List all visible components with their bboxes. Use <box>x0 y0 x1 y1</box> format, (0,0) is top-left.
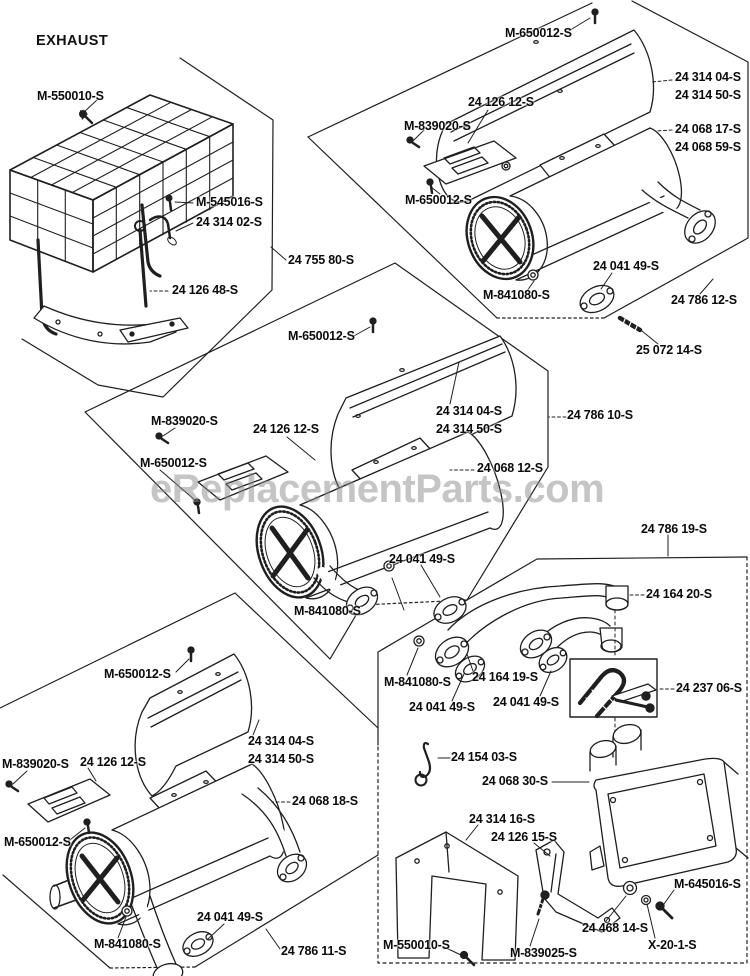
grille-guard <box>9 94 234 273</box>
part-label: M-839020-S <box>404 119 471 133</box>
part-label: 24 154 03-S <box>451 750 517 764</box>
part-label: 24 041 49-S <box>197 910 263 924</box>
part-label: M-650012-S <box>140 456 207 470</box>
part-label: 24 068 18-S <box>292 794 358 808</box>
part-label: M-839020-S <box>2 757 69 771</box>
part-label: M-550010-S <box>37 89 104 103</box>
part-label: 24 068 30-S <box>482 774 548 788</box>
part-label: M-839025-S <box>510 946 577 960</box>
part-label: 24 126 48-S <box>172 283 238 297</box>
part-label: 24 068 17-S <box>675 122 741 136</box>
part-label: 24 786 11-S <box>281 944 347 958</box>
part-label: M-650012-S <box>505 26 572 40</box>
part-label: M-841080-S <box>294 604 361 618</box>
page-title: EXHAUST <box>36 33 109 49</box>
part-label: 24 041 49-S <box>389 552 455 566</box>
part-label: 24 068 59-S <box>675 140 741 154</box>
part-label: M-650012-S <box>288 329 355 343</box>
part-label: 24 237 06-S <box>676 681 742 695</box>
part-label: M-841080-S <box>94 937 161 951</box>
part-label: M-650012-S <box>405 193 472 207</box>
part-label: 24 314 50-S <box>675 88 741 102</box>
part-label: 24 041 49-S <box>493 695 559 709</box>
part-label: 24 786 10-S <box>567 408 633 422</box>
part-label: 25 072 14-S <box>636 343 702 357</box>
part-label: 24 786 12-S <box>671 293 737 307</box>
hook-bolt <box>148 194 177 246</box>
part-label: 24 314 04-S <box>675 70 741 84</box>
section-grille-outline <box>21 57 274 398</box>
part-label: X-20-1-S <box>648 938 697 952</box>
grille-bracket <box>33 203 189 345</box>
u-bolt-clamp-box <box>569 609 658 743</box>
part-label: M-645016-S <box>674 877 741 891</box>
part-label: 24 126 12-S <box>468 95 534 109</box>
section-bottom-right-outline <box>377 556 748 964</box>
part-label: 24 041 49-S <box>593 259 659 273</box>
part-label: 24 068 12-S <box>477 461 543 475</box>
muffler-middle <box>155 317 517 624</box>
part-label: 24 786 19-S <box>641 522 707 536</box>
part-label: 24 126 12-S <box>253 422 319 436</box>
part-label: 24 126 12-S <box>80 755 146 769</box>
canister-muffler <box>589 723 749 887</box>
part-label: M-841080-S <box>483 288 550 302</box>
part-label: 24 314 16-S <box>469 812 535 826</box>
muffler-top-right <box>406 8 716 333</box>
part-label: M-650012-S <box>104 667 171 681</box>
part-label: 24 041 49-S <box>409 700 475 714</box>
muffler-bottom-left <box>5 646 308 976</box>
part-label: 24 164 20-S <box>646 587 712 601</box>
part-label: 24 314 04-S <box>248 734 314 748</box>
exhaust-pipes <box>413 583 629 683</box>
part-label: 24 126 15-S <box>491 830 557 844</box>
section-top-right-outline <box>307 0 749 319</box>
part-label: M-550010-S <box>383 938 450 952</box>
leader-lines <box>12 17 714 956</box>
part-label: 24 314 02-S <box>196 215 262 229</box>
clip-and-shield-parts <box>395 742 674 967</box>
part-label: 24 314 50-S <box>436 422 502 436</box>
section-bottom-left-outline <box>0 592 379 969</box>
part-label: M-545016-S <box>196 195 263 209</box>
part-label: M-650012-S <box>4 835 71 849</box>
part-label: 24 314 50-S <box>248 752 314 766</box>
part-label: 24 164 19-S <box>472 670 538 684</box>
part-label: M-839020-S <box>151 414 218 428</box>
part-label: 24 755 80-S <box>288 253 354 267</box>
part-label: 24 314 04-S <box>436 404 502 418</box>
part-label: 24 468 14-S <box>582 921 648 935</box>
part-label: M-841080-S <box>384 675 451 689</box>
